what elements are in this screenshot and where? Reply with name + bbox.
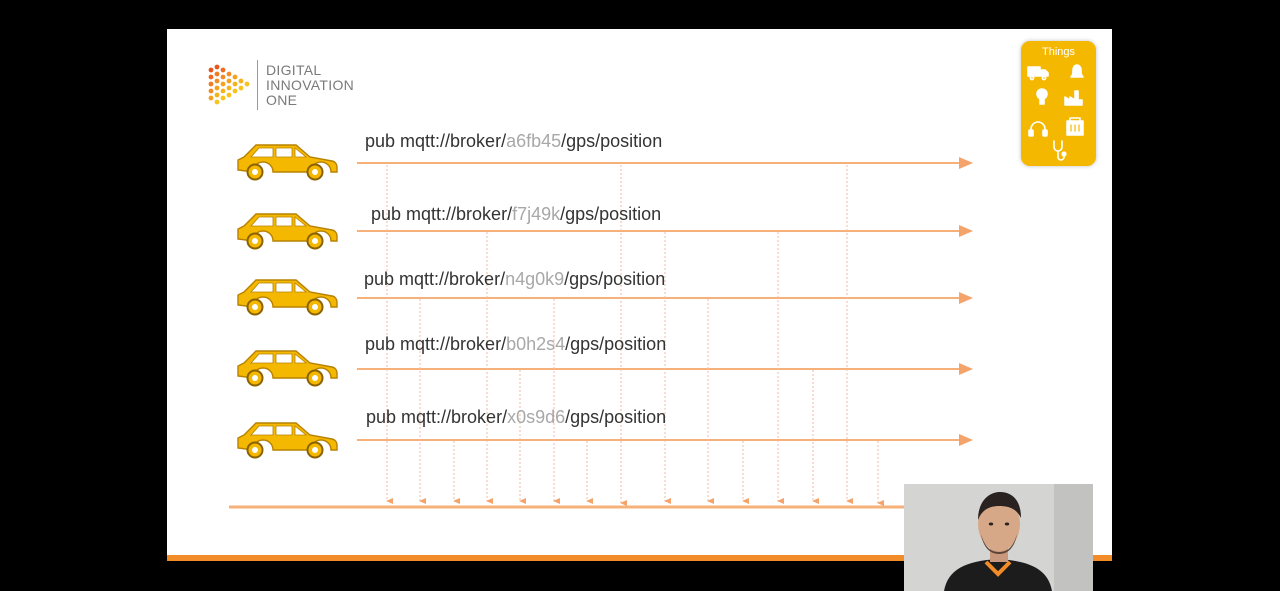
- device-id: b0h2s4: [506, 334, 566, 354]
- building-icon: [1066, 117, 1084, 136]
- publish-topic-label: pub mqtt://broker/n4g0k9/gps/position: [364, 269, 665, 290]
- logo-line-1: DIGITAL: [266, 61, 322, 78]
- presenter-image: [904, 484, 1093, 591]
- logo-text: DIGITAL INNOVATION ONE: [266, 61, 355, 108]
- slide-bottom-accent-bar: [167, 555, 1112, 561]
- things-panel: Things: [1021, 41, 1096, 166]
- logo-line-2: INNOVATION: [266, 76, 355, 93]
- headphones-icon: [1028, 121, 1048, 137]
- logo-mark-icon: [208, 64, 250, 105]
- topic-suffix: /gps/position: [565, 334, 667, 354]
- topic-prefix: pub mqtt://broker/: [365, 131, 507, 151]
- publish-topic-label: pub mqtt://broker/a6fb45/gps/position: [365, 131, 662, 152]
- car-icon: [237, 422, 338, 459]
- device-id: n4g0k9: [505, 269, 565, 289]
- topic-suffix: /gps/position: [565, 407, 667, 427]
- publish-topic-label: pub mqtt://broker/b0h2s4/gps/position: [365, 334, 666, 355]
- car-icon: [237, 213, 338, 250]
- things-title: Things: [1041, 46, 1076, 58]
- digital-innovation-one-logo: DIGITAL INNOVATION ONE: [207, 59, 354, 111]
- car-icon: [237, 279, 338, 316]
- things-icons: [1027, 64, 1084, 161]
- lightbulb-icon: [1036, 88, 1048, 105]
- topic-prefix: pub mqtt://broker/: [371, 204, 513, 224]
- truck-icon: [1027, 66, 1049, 81]
- publish-topic-label: pub mqtt://broker/x0s9d6/gps/position: [366, 407, 666, 428]
- device-id: a6fb45: [506, 131, 562, 151]
- topic-prefix: pub mqtt://broker/: [366, 407, 508, 427]
- stethoscope-icon: [1053, 140, 1067, 161]
- factory-icon: [1064, 90, 1083, 106]
- car-icon: [237, 350, 338, 387]
- topic-prefix: pub mqtt://broker/: [364, 269, 506, 289]
- presenter-webcam: [904, 484, 1093, 591]
- topic-prefix: pub mqtt://broker/: [365, 334, 507, 354]
- device-id: x0s9d6: [507, 407, 566, 427]
- bell-icon: [1070, 64, 1084, 78]
- device-id: f7j49k: [512, 204, 561, 224]
- logo-line-3: ONE: [266, 91, 298, 108]
- slide: DIGITAL INNOVATION ONE Things: [167, 29, 1112, 561]
- car-icon: [237, 144, 338, 181]
- logo-divider: [257, 60, 258, 110]
- topic-suffix: /gps/position: [564, 269, 666, 289]
- topic-suffix: /gps/position: [561, 131, 663, 151]
- topic-suffix: /gps/position: [560, 204, 662, 224]
- publish-topic-label: pub mqtt://broker/f7j49k/gps/position: [371, 204, 661, 225]
- message-flow-diagram: [229, 157, 973, 509]
